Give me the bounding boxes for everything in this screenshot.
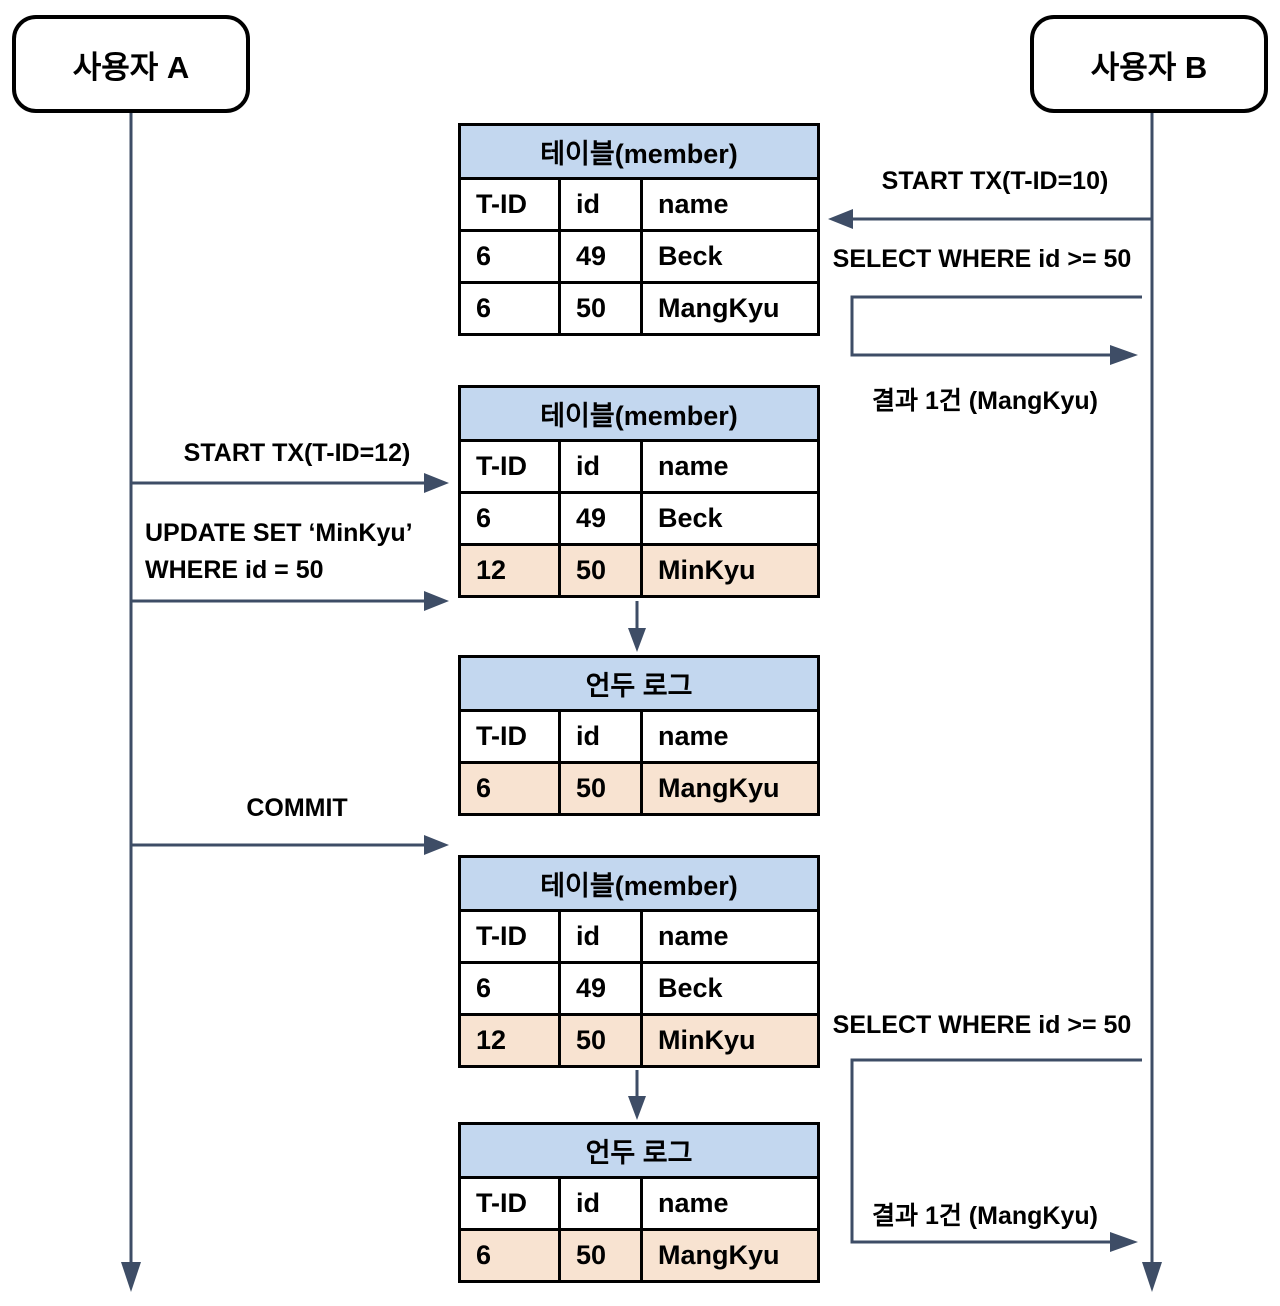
label-a-start-tx: START TX(T-ID=12) [183,439,411,467]
table-title: 테이블(member) [461,858,817,912]
cell-name: MangKyu [643,1231,817,1280]
table-row: 6 49 Beck [461,961,817,1013]
table-row: 6 49 Beck [461,229,817,281]
arrowhead-a-commit-icon [424,835,449,855]
table-header-row: T-ID id name [461,912,817,961]
table-undo-log-2: 언두 로그 T-ID id name 6 50 MangKyu [458,1122,820,1283]
header-cell: T-ID [461,1179,561,1228]
cell-name: MangKyu [643,764,817,813]
cell-tid: 6 [461,494,561,543]
table-header-row: T-ID id name [461,442,817,491]
cell-id: 50 [561,284,643,333]
header-cell: name [658,189,729,219]
cell-name: MinKyu [643,546,817,595]
table-row-highlighted: 6 50 MangKyu [461,1228,817,1280]
cell-name: Beck [658,503,723,533]
table-title: 테이블(member) [461,388,817,442]
table-header-row: T-ID id name [461,712,817,761]
cell-tid: 12 [461,1016,561,1065]
table-header-row: T-ID id name [461,1179,817,1228]
table-header-row: T-ID id name [461,180,817,229]
cell-tid: 6 [461,1231,561,1280]
cell-name: MangKyu [658,293,780,323]
label-b-select-2: SELECT WHERE id >= 50 [832,1011,1132,1039]
cell-tid: 6 [461,232,561,281]
table-member-initial: 테이블(member) T-ID id name 6 49 Beck 6 50 … [458,123,820,336]
header-cell: id [561,442,643,491]
arrowhead-b-start-tx-icon [828,209,853,229]
cell-name: MinKyu [643,1016,817,1065]
header-cell: T-ID [461,712,561,761]
label-a-update-line1: UPDATE SET ‘MinKyu’ [145,519,413,547]
cell-tid: 6 [461,284,561,333]
cell-tid: 6 [461,964,561,1013]
header-cell: id [561,180,643,229]
table-title: 언두 로그 [461,1125,817,1179]
label-b-result-1: 결과 1건 (MangKyu) [872,387,1098,415]
actor-user-a: 사용자 A [12,15,250,113]
header-cell: name [658,921,729,951]
table-row: 6 49 Beck [461,491,817,543]
header-cell: name [658,451,729,481]
header-cell: T-ID [461,442,561,491]
table-title: 언두 로그 [461,658,817,712]
header-cell: id [561,912,643,961]
cell-id: 50 [561,546,643,595]
cell-id: 50 [561,1016,643,1065]
arrow-b-select-loop-1 [850,295,1142,357]
cell-name: Beck [658,241,723,271]
header-cell: id [561,712,643,761]
arrowhead-down-2-icon [628,1096,646,1120]
label-a-update: UPDATE SET ‘MinKyu’ WHERE id = 50 [145,515,455,589]
cell-id: 50 [561,1231,643,1280]
cell-tid: 12 [461,546,561,595]
arrowhead-select-loop-1-icon [1110,345,1138,365]
cell-id: 49 [561,232,643,281]
table-undo-log-1: 언두 로그 T-ID id name 6 50 MangKyu [458,655,820,816]
table-row-highlighted: 12 50 MinKyu [461,543,817,595]
actor-user-b: 사용자 B [1030,15,1268,113]
table-title: 테이블(member) [461,126,817,180]
arrowhead-select-loop-2-icon [1110,1232,1138,1252]
cell-name: Beck [658,973,723,1003]
label-b-select-1: SELECT WHERE id >= 50 [832,245,1132,273]
header-cell: name [658,721,729,751]
header-cell: name [658,1188,729,1218]
label-b-start-tx: START TX(T-ID=10) [881,167,1109,195]
arrowhead-a-start-tx-icon [424,473,449,493]
label-b-result-2: 결과 1건 (MangKyu) [872,1202,1098,1230]
label-a-commit: COMMIT [246,794,348,822]
label-a-update-line2: WHERE id = 50 [145,556,324,584]
header-cell: T-ID [461,912,561,961]
table-member-after-update: 테이블(member) T-ID id name 6 49 Beck 12 50… [458,385,820,598]
arrow-b-select-loop-2 [850,1058,1142,1244]
cell-id: 49 [561,494,643,543]
cell-id: 49 [561,964,643,1013]
lifeline-a-arrowhead-icon [121,1262,141,1292]
table-member-after-commit: 테이블(member) T-ID id name 6 49 Beck 12 50… [458,855,820,1068]
table-row: 6 50 MangKyu [461,281,817,333]
cell-id: 50 [561,764,643,813]
table-row-highlighted: 12 50 MinKyu [461,1013,817,1065]
header-cell: T-ID [461,180,561,229]
arrowhead-down-1-icon [628,628,646,652]
lifeline-b-arrowhead-icon [1142,1262,1162,1292]
header-cell: id [561,1179,643,1228]
arrowhead-a-update-icon [424,591,449,611]
table-row-highlighted: 6 50 MangKyu [461,761,817,813]
cell-tid: 6 [461,764,561,813]
